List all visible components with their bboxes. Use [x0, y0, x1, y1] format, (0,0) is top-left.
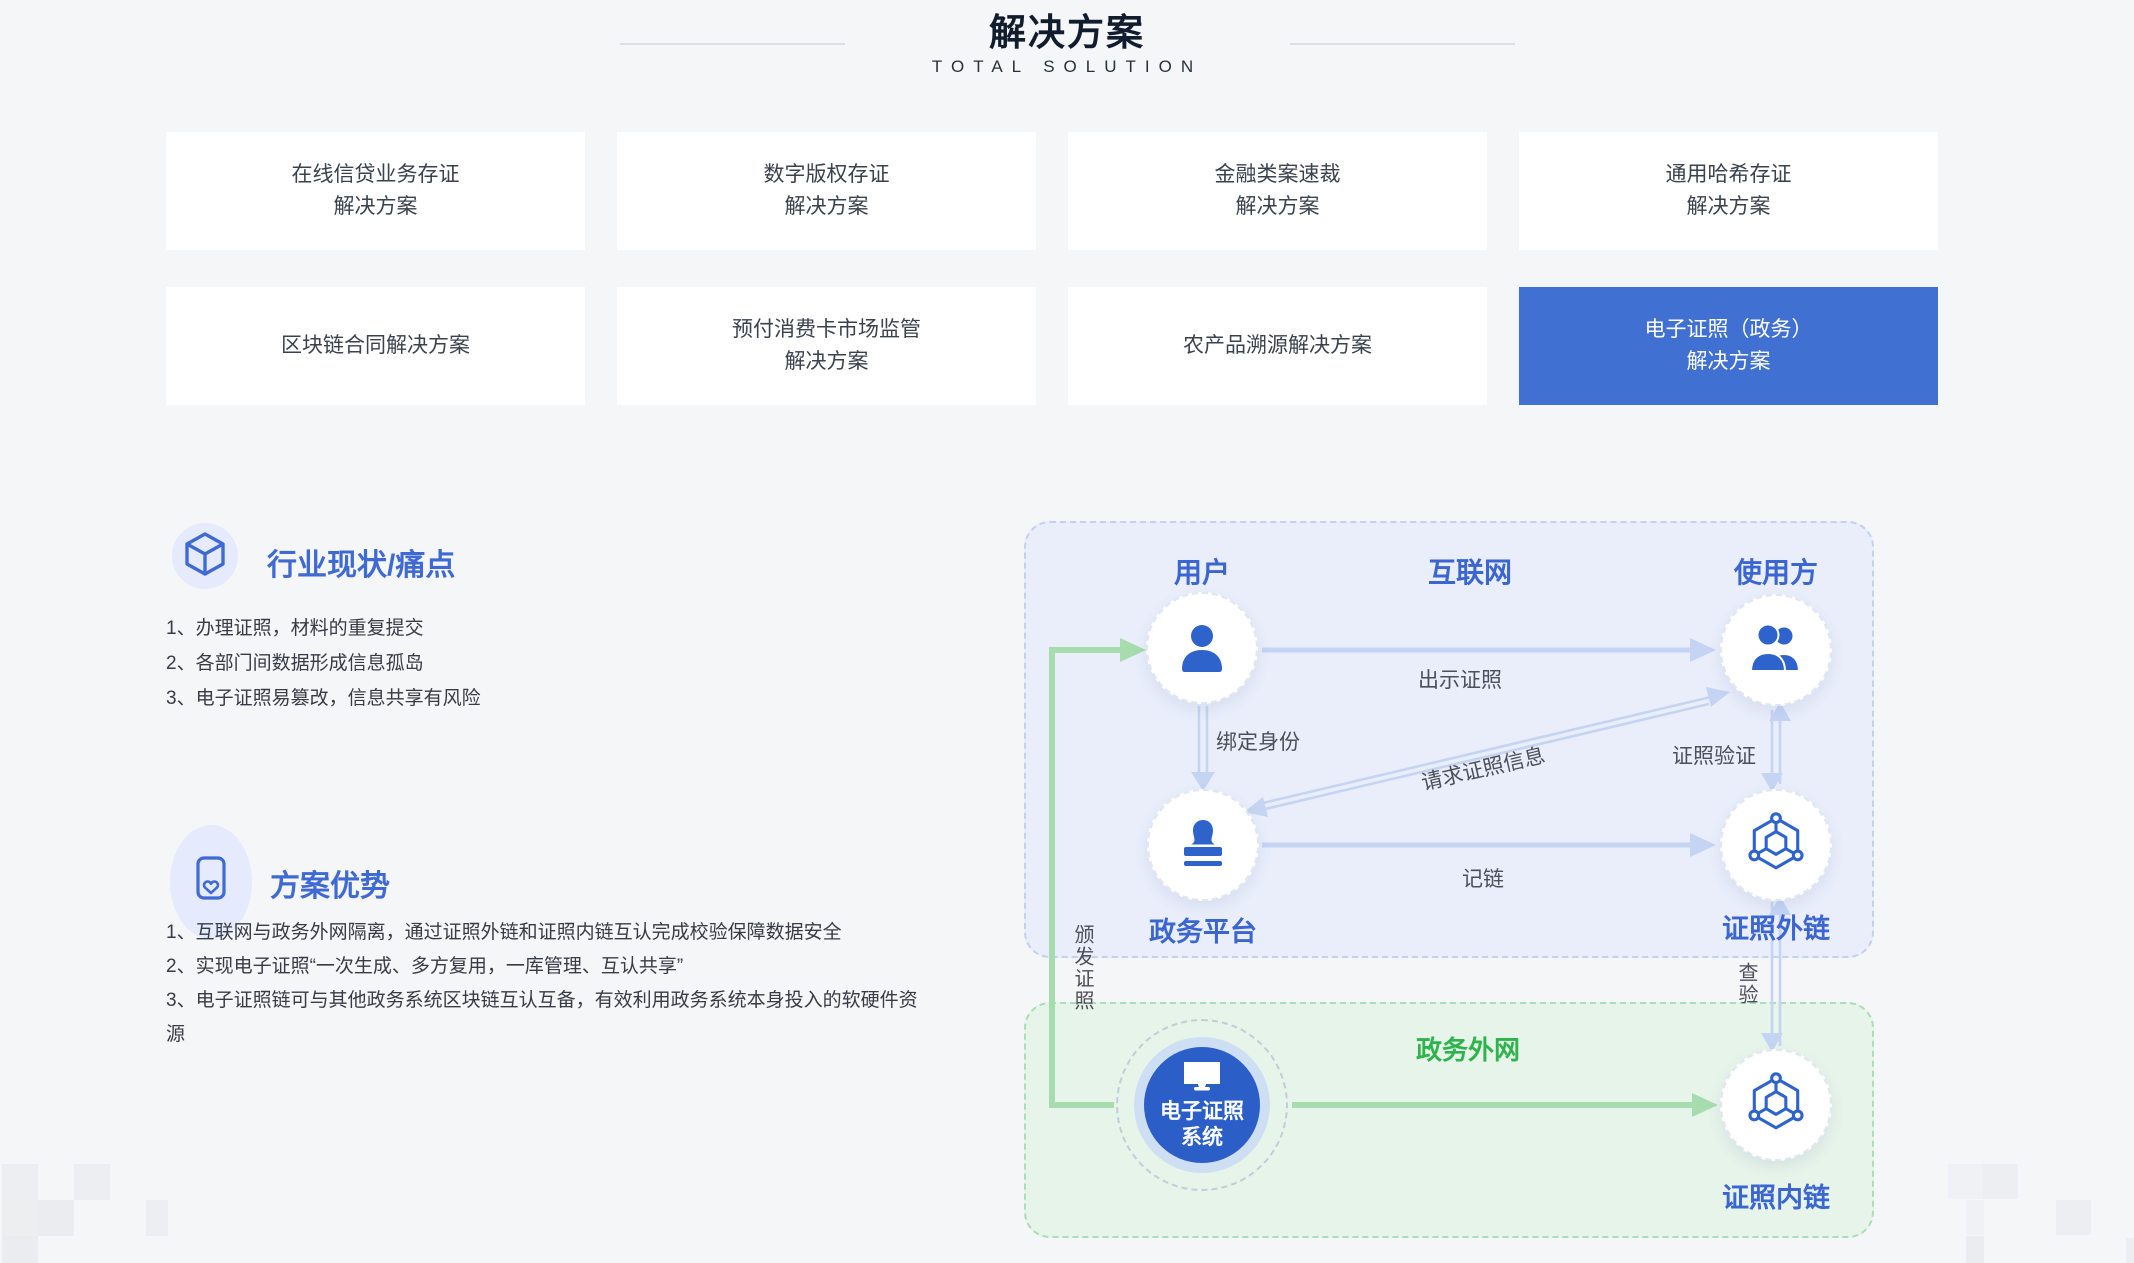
pain-points-heading: 行业现状/痛点	[267, 549, 456, 582]
person-icon	[1173, 617, 1231, 680]
cube-icon	[182, 531, 228, 582]
decor-square	[2056, 1200, 2091, 1235]
page-subtitle: TOTAL SOLUTION	[931, 57, 1203, 76]
consumer-node	[1720, 594, 1832, 706]
cert-outer-chain-label: 证照外链	[1722, 914, 1830, 944]
decor-square	[2, 1236, 38, 1263]
advantage-item: 1、互联网与政务外网隔离，通过证照外链和证照内链互认完成校验保障数据安全	[166, 922, 842, 943]
decor-square	[146, 1200, 168, 1236]
decor-square	[38, 1200, 74, 1236]
decor-square	[2, 1200, 38, 1236]
ecert-system-label: 电子证照 系统	[1160, 1099, 1244, 1149]
cert-outer-chain-node	[1720, 789, 1832, 901]
title-divider-left	[620, 43, 845, 45]
pain-point-item: 3、电子证照易篡改，信息共享有风险	[166, 688, 481, 709]
solution-card-blockchain-contract[interactable]: 区块链合同解决方案	[166, 287, 585, 405]
stamp-icon	[1175, 816, 1231, 875]
user-node	[1146, 592, 1258, 704]
cert-inner-chain-node	[1720, 1049, 1832, 1161]
ecert-system-node: 电子证照 系统	[1144, 1047, 1260, 1163]
blockchain-icon	[1745, 811, 1807, 879]
user-column-header: 用户	[1173, 557, 1230, 588]
edge-label-cert-verify: 证照验证	[1672, 745, 1756, 768]
decor-square	[2126, 1238, 2134, 1263]
advantages-icon-bubble	[170, 825, 252, 939]
pain-point-item: 2、各部门间数据形成信息孤岛	[166, 653, 424, 674]
page-title: 解决方案	[989, 12, 1145, 53]
monitor-icon	[1182, 1060, 1222, 1097]
pain-points-list: 1、办理证照，材料的重复提交 2、各部门间数据形成信息孤岛 3、电子证照易篡改，…	[166, 611, 481, 716]
solution-card-financial-cases[interactable]: 金融类案速裁 解决方案	[1068, 132, 1487, 250]
decor-square	[74, 1164, 110, 1200]
advantage-item: 3、电子证照链可与其他政务系统区块链互认互备，有效利用政务系统本身投入的软硬件资…	[166, 990, 918, 1045]
people-icon	[1744, 621, 1808, 680]
solution-card-prepaid-card[interactable]: 预付消费卡市场监管 解决方案	[617, 287, 1036, 405]
gov-extranet-zone-label: 政务外网	[1415, 1035, 1520, 1065]
advantages-list: 1、互联网与政务外网隔离，通过证照外链和证照内链互认完成校验保障数据安全 2、实…	[166, 916, 936, 1052]
solution-card-digital-copyright[interactable]: 数字版权存证 解决方案	[617, 132, 1036, 250]
blockchain-icon	[1745, 1071, 1807, 1139]
solution-card-online-credit[interactable]: 在线信贷业务存证 解决方案	[166, 132, 585, 250]
decor-square	[2, 1164, 38, 1200]
edge-label-check: 查验	[1735, 962, 1757, 1006]
decor-square	[1983, 1164, 2018, 1199]
internet-zone-label: 互联网	[1427, 557, 1512, 588]
advantage-item: 2、实现电子证照“一次生成、多方复用，一库管理、互认共享”	[166, 956, 684, 977]
decor-square	[1966, 1236, 1984, 1263]
certificate-heart-icon	[190, 853, 232, 912]
gov-platform-label: 政务平台	[1149, 917, 1257, 947]
decor-square	[1948, 1164, 1983, 1199]
decor-square	[1966, 1200, 1984, 1235]
cert-inner-chain-label: 证照内链	[1722, 1183, 1830, 1213]
gov-platform-node	[1147, 789, 1259, 901]
solution-card-ecert-gov-active[interactable]: 电子证照（政务） 解决方案	[1519, 287, 1938, 405]
title-divider-right	[1290, 43, 1515, 45]
pain-point-item: 1、办理证照，材料的重复提交	[166, 618, 424, 639]
edge-label-show-cert: 出示证照	[1418, 669, 1502, 692]
pain-points-icon-bubble	[172, 523, 238, 589]
consumer-column-header: 使用方	[1733, 557, 1818, 588]
edge-label-record-chain: 记链	[1462, 868, 1504, 891]
solution-card-agri-trace[interactable]: 农产品溯源解决方案	[1068, 287, 1487, 405]
solution-card-hash-deposit[interactable]: 通用哈希存证 解决方案	[1519, 132, 1938, 250]
edge-label-bind-identity: 绑定身份	[1216, 731, 1300, 754]
edge-label-issue-cert: 颁发证照	[1071, 924, 1093, 1012]
advantages-heading: 方案优势	[270, 870, 390, 903]
